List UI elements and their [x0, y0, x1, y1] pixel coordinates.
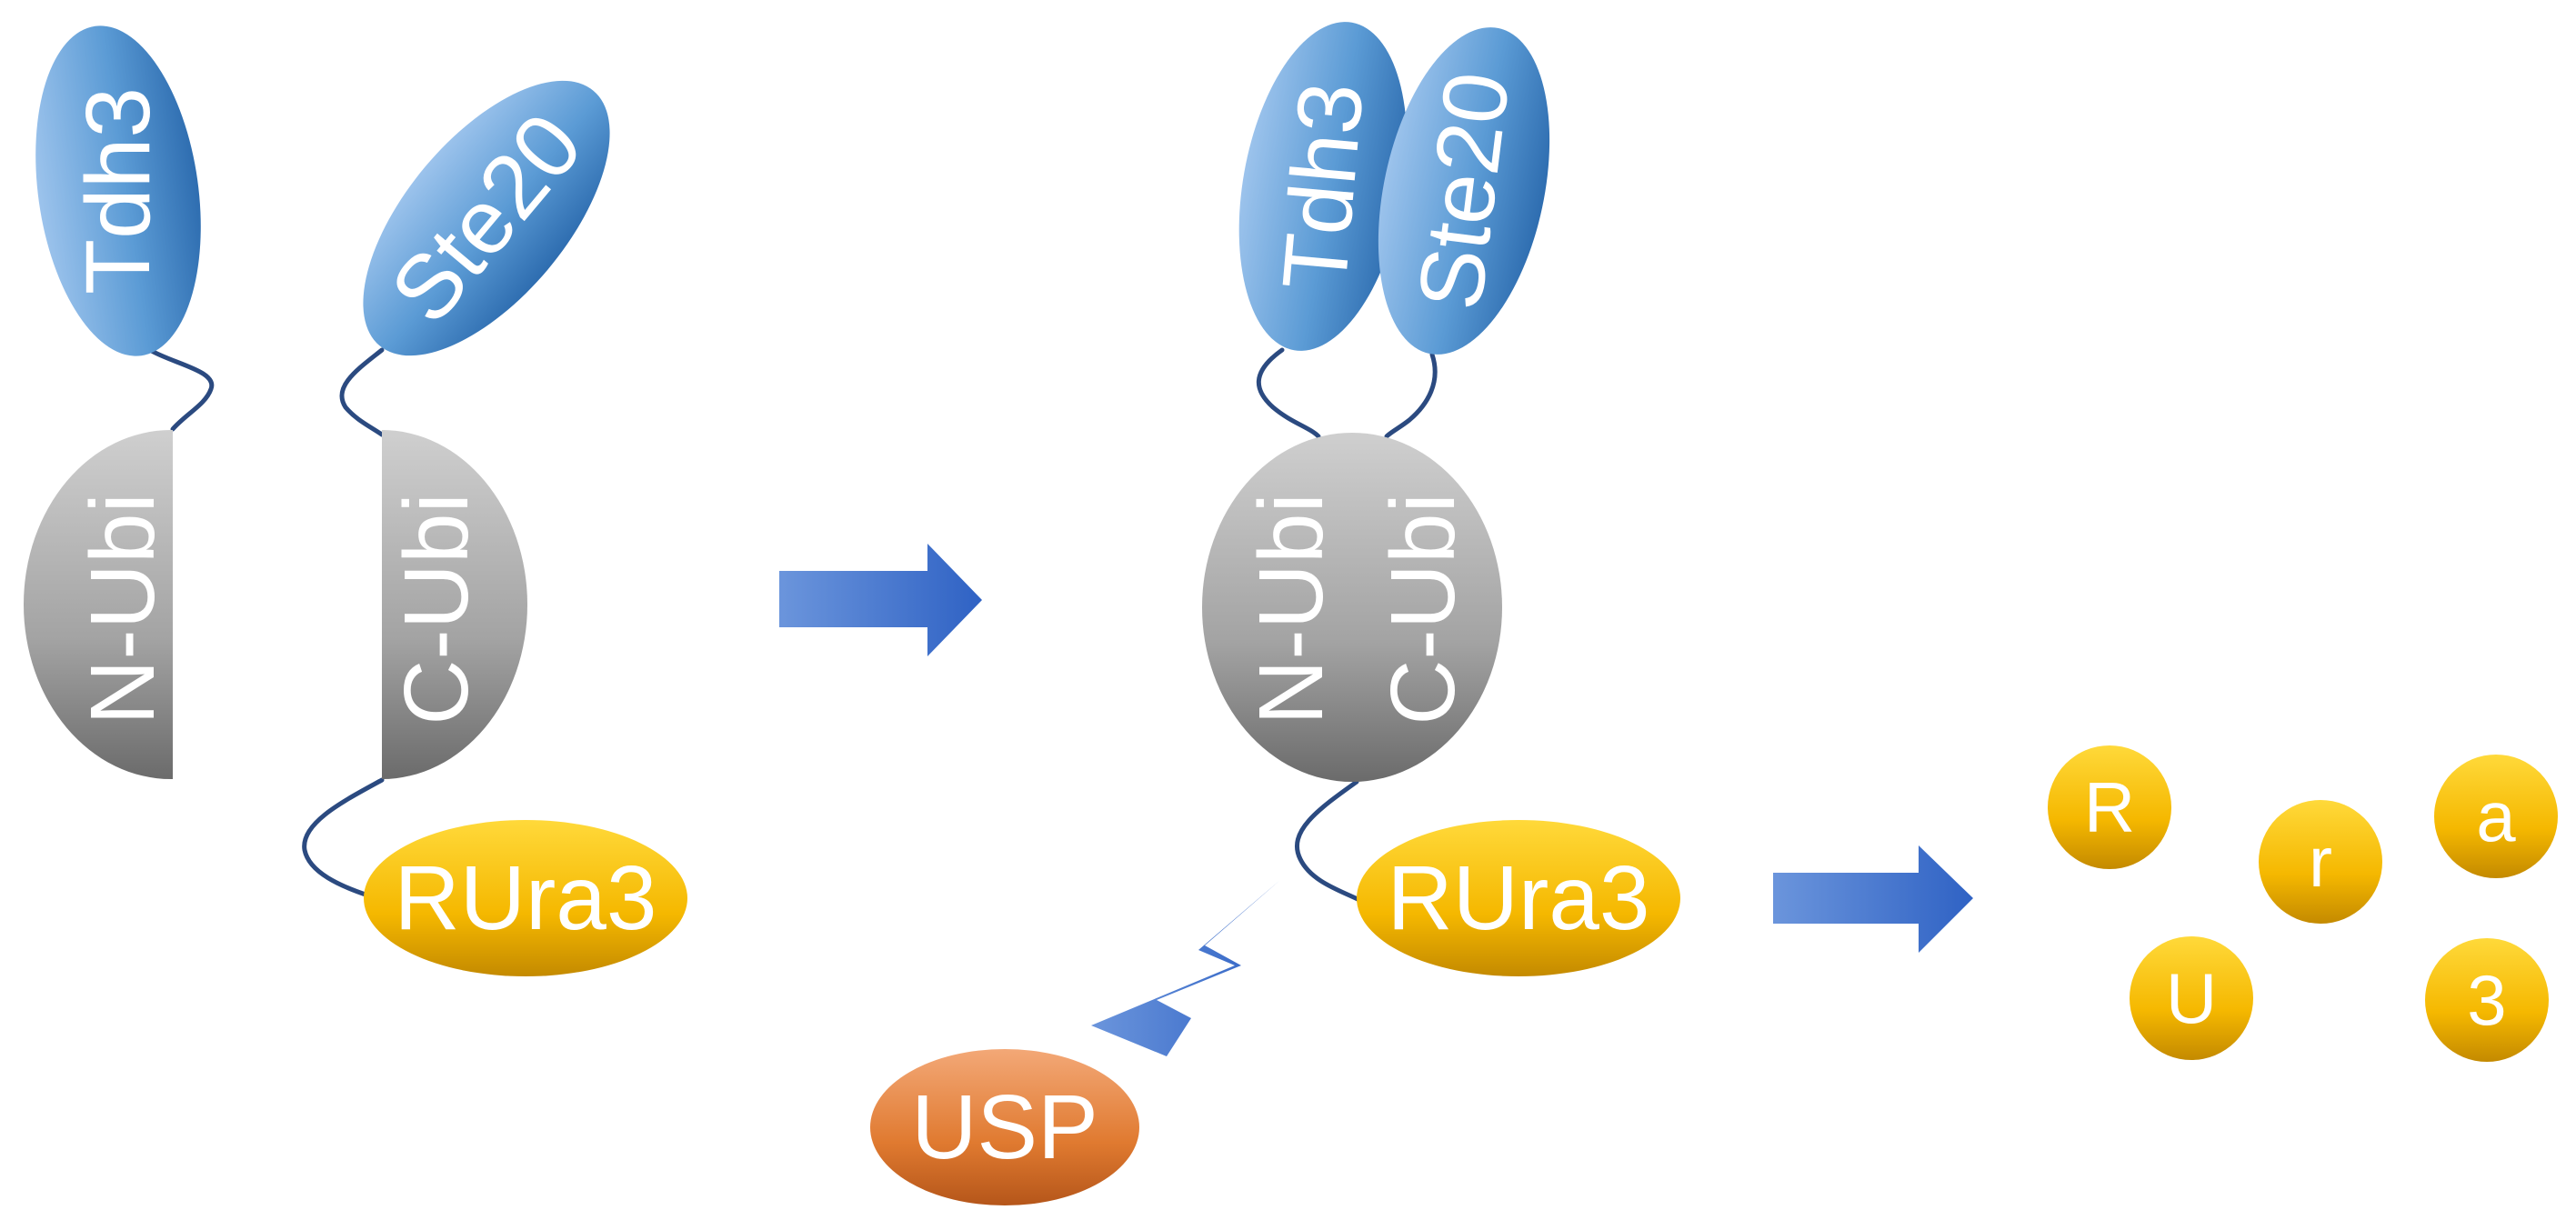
usp-protease: USP [870, 1049, 1139, 1205]
n-ubi-label: N-Ubi [1240, 493, 1342, 725]
bait-protein: Tdh3 [35, 25, 201, 356]
prey-ellipse [1378, 27, 1550, 355]
fragment-label: 3 [2467, 960, 2506, 1040]
left-panel: Tdh3 Ste20 N-Ubi C-Ubi RUra3 [24, 25, 687, 976]
fragment-r-lower: r [2259, 800, 2382, 924]
reconstituted-ubiquitin: N-Ubi C-Ubi [1202, 433, 1502, 782]
fragment-label: a [2476, 776, 2516, 856]
linker-cubi-rura3 [302, 777, 385, 898]
c-ubi-shape [382, 430, 527, 779]
prey-protein: Ste20 [363, 80, 610, 356]
fragment-label: U [2166, 958, 2217, 1038]
lightning-bolt-icon [1091, 880, 1280, 1056]
linker-ste20-ubi [1384, 352, 1438, 439]
prey-ellipse [363, 80, 610, 356]
ubiquitin-ellipse [1202, 433, 1502, 782]
right-panel: R r a U 3 [2048, 745, 2558, 1062]
n-ubi-shape [24, 430, 173, 779]
fragment-r-upper: R [2048, 745, 2171, 869]
bait-label: Tdh3 [1263, 79, 1382, 295]
bait-label: Tdh3 [67, 87, 169, 295]
linker-tdh3-ubi [1256, 347, 1321, 439]
reporter-ellipse [364, 820, 687, 976]
reporter-label: RUra3 [1388, 847, 1650, 949]
c-ubi-half: C-Ubi [382, 430, 527, 779]
fragment-a: a [2434, 755, 2558, 878]
fragment-3: 3 [2425, 938, 2549, 1062]
reporter-label: RUra3 [395, 847, 657, 949]
bait-ellipse [1238, 22, 1408, 351]
fragment-u: U [2130, 936, 2253, 1060]
c-ubi-label: C-Ubi [1372, 493, 1474, 725]
linker-tdh3-nubi [147, 347, 215, 432]
bait-ellipse [35, 25, 201, 356]
reporter-protein: RUra3 [1357, 820, 1680, 976]
middle-panel: Tdh3 Ste20 N-Ubi C-Ubi RUra3 USP [870, 22, 1680, 1205]
c-ubi-label: C-Ubi [386, 493, 487, 725]
right-arrow-icon [1773, 845, 1973, 953]
n-ubi-half: N-Ubi [24, 430, 174, 779]
usp-label: USP [911, 1076, 1098, 1178]
prey-protein: Ste20 [1378, 27, 1550, 355]
n-ubi-label: N-Ubi [72, 493, 174, 725]
linker-ste20-cubi [339, 347, 385, 437]
reporter-ellipse [1357, 820, 1680, 976]
bait-protein: Tdh3 [1238, 22, 1408, 351]
fragment-label: r [2309, 822, 2332, 902]
linker-ubi-rura3 [1294, 779, 1362, 903]
right-arrow-icon [779, 544, 982, 656]
fragment-label: R [2084, 767, 2135, 847]
usp-ellipse [870, 1049, 1139, 1205]
reporter-protein: RUra3 [364, 820, 687, 976]
